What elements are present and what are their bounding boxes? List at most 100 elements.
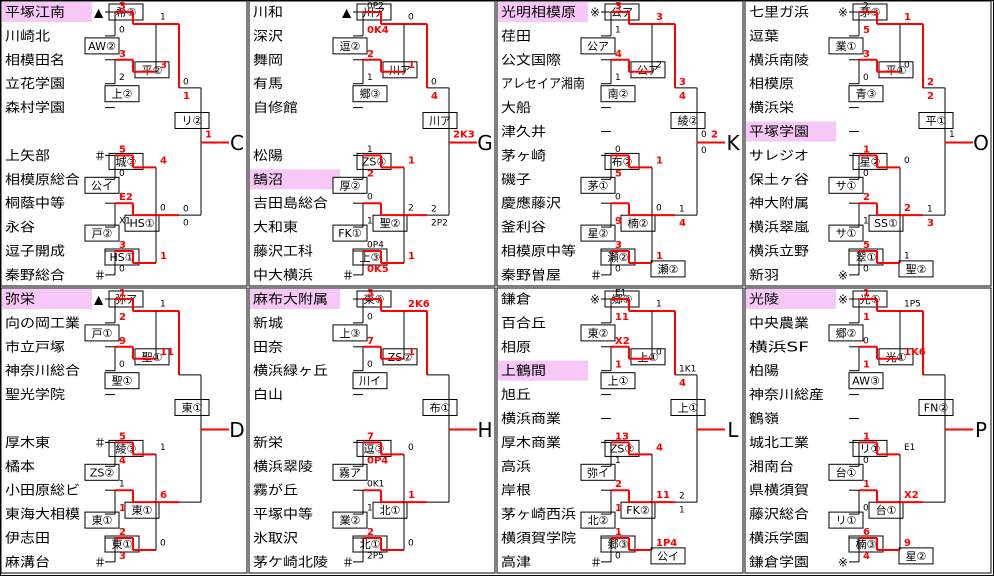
slot-label: 北①: [360, 538, 381, 551]
highlight-band: [498, 2, 588, 22]
score: 0: [119, 264, 125, 274]
slot-label: 瀬②: [658, 262, 679, 276]
score: 0: [160, 204, 166, 214]
slot-label: 綾②: [678, 115, 699, 128]
score: 0: [863, 73, 869, 83]
team-name: 吉田島総合: [253, 197, 328, 212]
score: 1: [656, 251, 663, 262]
slot-label: FN②: [924, 402, 949, 415]
team-name: 光陵: [749, 293, 779, 308]
team-name: 麻布大附属: [253, 293, 328, 308]
score: 2: [367, 49, 374, 60]
score: 3: [656, 12, 663, 23]
slot-box: [352, 535, 388, 553]
team-name: 平塚学園: [749, 124, 809, 140]
team-name: 横浜翠嵐: [749, 221, 809, 236]
team-name: 市立戸塚: [5, 339, 65, 355]
score: 0: [183, 219, 189, 229]
team-name: 中央農業: [749, 315, 809, 331]
slot-box: [878, 61, 914, 79]
team-name: 上矢部: [5, 149, 50, 164]
team-name: 保土ヶ谷: [749, 173, 809, 188]
mark-symbol: ＃: [590, 268, 602, 282]
score: 1: [679, 205, 685, 215]
slot-box: [898, 547, 934, 565]
slot-label: 東②: [588, 327, 609, 340]
slot-box: [580, 463, 616, 481]
score: 2: [656, 60, 662, 70]
slot-label: 城③: [116, 155, 137, 168]
team-name: 麻溝台: [5, 555, 50, 570]
slot-label: 東①: [132, 504, 153, 517]
team-name: 柏陽: [749, 364, 779, 379]
team-name: 聖光学院: [5, 387, 65, 403]
score: 0: [701, 146, 707, 156]
slot-label: 公イ: [91, 179, 113, 192]
score: 0: [701, 130, 707, 140]
score: 2: [119, 312, 126, 323]
score: 1K6: [904, 347, 926, 358]
score: 3: [863, 49, 870, 60]
block-frame: [744, 287, 992, 574]
slot-label: 弥イ: [587, 465, 609, 479]
team-name: 深沢: [253, 29, 283, 44]
score: 4: [431, 91, 438, 102]
block-H: 麻布大附属新城田奈横浜緑ヶ丘白山新栄横浜翠陵霧が丘平塚中等氷取沢茅ケ崎北陵＃H東…: [248, 287, 496, 574]
team-name: 横浜SF: [749, 340, 809, 355]
score: 3: [615, 1, 622, 12]
score: 0: [904, 60, 910, 70]
score: 2K6: [408, 299, 430, 310]
slot-box: [580, 324, 616, 342]
team-name: 荏田: [501, 29, 531, 44]
team-name: 厚木商業: [501, 435, 561, 451]
block-frame: [0, 0, 248, 287]
score: 1: [615, 527, 622, 538]
score: 0P4: [367, 241, 384, 251]
block-letter: K: [726, 131, 740, 155]
block-K: 光明相模原※荏田公文国際アレセイア湘南大船津久井茅ヶ崎磯子慶應藤沢釜利谷相模原中…: [496, 0, 744, 287]
score: 4: [679, 91, 686, 102]
slot-label: ZS②: [90, 466, 115, 479]
slot-box: [828, 37, 864, 55]
mark-symbol: ＃: [94, 268, 106, 282]
team-name: 弥栄: [5, 292, 35, 308]
slot-box: [84, 224, 120, 242]
slot-box: [650, 547, 686, 565]
score: 1: [367, 145, 373, 155]
slot-label: 綾③: [116, 442, 137, 455]
score: 0: [863, 456, 869, 466]
team-name: 横浜商業: [501, 411, 561, 427]
block-letter: H: [477, 418, 492, 442]
score: 4: [679, 218, 686, 229]
team-name: 田奈: [253, 340, 283, 355]
slot-label: 郷③: [360, 87, 381, 101]
slot-box: [84, 511, 120, 529]
team-name: 藤沢工科: [253, 245, 313, 260]
slot-box: [650, 260, 686, 278]
score: 1: [408, 347, 415, 358]
slot-label: 公ア: [637, 64, 659, 77]
slot-label: 上①: [608, 375, 629, 388]
mark-symbol: ＃: [590, 555, 602, 569]
score: 0: [656, 347, 662, 357]
team-name: 秦野曽屋: [501, 268, 561, 283]
slot-box: [580, 37, 616, 55]
team-name: 旭丘: [501, 388, 531, 403]
slot-label: 川ア: [429, 115, 451, 128]
team-name: 川和: [253, 6, 283, 21]
block-letter: C: [230, 131, 244, 155]
score: 2K3: [453, 130, 475, 141]
slot-label: 北①: [380, 504, 401, 517]
block-frame: [248, 287, 496, 574]
team-name: 大船: [501, 101, 531, 116]
mark-symbol: ※: [838, 293, 848, 307]
score: 5: [615, 168, 622, 179]
team-name: 松陽: [253, 149, 283, 164]
slot-box: [84, 176, 120, 194]
slot-box: [104, 372, 140, 390]
team-name: 茅ヶ崎: [501, 149, 546, 164]
block-P: 光陵※中央農業横浜SF柏陽神奈川総産鶴嶺城北工業湘南台県横須賀藤沢総合横浜学園鎌…: [744, 287, 992, 574]
team-name: 藤沢総合: [749, 508, 809, 523]
team-name: 霧が丘: [253, 484, 298, 499]
score: 1: [119, 480, 125, 490]
